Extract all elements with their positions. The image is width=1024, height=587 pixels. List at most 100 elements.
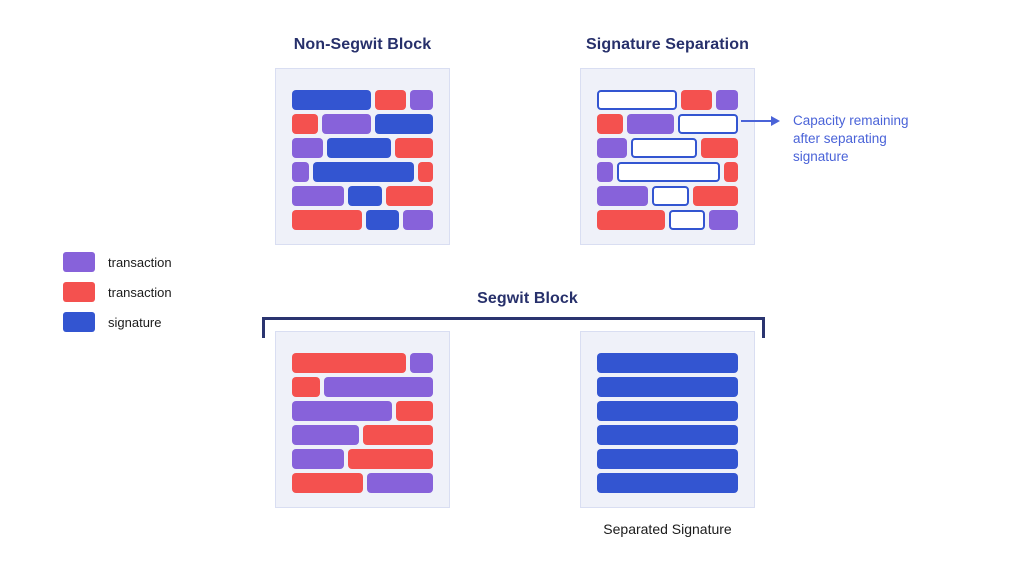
block-row bbox=[597, 377, 738, 397]
transaction-red-bar bbox=[347, 449, 433, 469]
transaction-red-bar bbox=[395, 401, 433, 421]
block-row bbox=[292, 449, 433, 469]
transaction-purple-bar bbox=[292, 162, 309, 182]
block-row bbox=[292, 353, 433, 373]
signature-outline-bar bbox=[631, 138, 698, 158]
transaction-purple-bar bbox=[716, 90, 738, 110]
legend-item-signature: signature bbox=[63, 312, 172, 332]
signature-separation-title: Signature Separation bbox=[586, 36, 749, 53]
block-row bbox=[292, 138, 433, 158]
block-row bbox=[597, 186, 738, 206]
segwit-bracket bbox=[262, 317, 765, 338]
transaction-purple-bar bbox=[292, 425, 359, 445]
block-row bbox=[292, 425, 433, 445]
signature-outline-bar bbox=[597, 90, 678, 110]
transaction-red-bar bbox=[362, 425, 433, 445]
legend-label: signature bbox=[108, 314, 162, 330]
separated-signature-block bbox=[580, 331, 755, 508]
legend-item-transaction-purple: transaction bbox=[63, 252, 172, 272]
signature-swatch bbox=[63, 312, 95, 332]
annotation-arrow-icon bbox=[771, 116, 780, 126]
legend-label: transaction bbox=[108, 284, 172, 300]
block-row bbox=[292, 114, 433, 134]
transaction-purple-bar bbox=[292, 186, 345, 206]
transaction-purple-bar bbox=[403, 210, 433, 230]
block-row bbox=[292, 90, 433, 110]
block-row bbox=[292, 401, 433, 421]
block-row bbox=[292, 186, 433, 206]
transaction-purple-bar bbox=[597, 138, 628, 158]
transaction-red-bar bbox=[597, 114, 623, 134]
transaction-purple-bar bbox=[626, 114, 675, 134]
legend-label: transaction bbox=[108, 254, 172, 270]
transaction-red-bar bbox=[374, 90, 407, 110]
block-row bbox=[292, 377, 433, 397]
transaction-red-bar bbox=[292, 114, 319, 134]
block-row bbox=[597, 90, 738, 110]
block-row bbox=[597, 401, 738, 421]
transaction-red-bar bbox=[292, 210, 363, 230]
block-row bbox=[597, 162, 738, 182]
signature-bar bbox=[597, 449, 738, 469]
legend: transaction transaction signature bbox=[63, 252, 172, 342]
transaction-red-bar bbox=[692, 186, 738, 206]
transaction-red-bar bbox=[723, 162, 738, 182]
transaction-purple-bar bbox=[709, 210, 738, 230]
transaction-red-bar bbox=[597, 210, 666, 230]
transaction-purple-bar bbox=[367, 473, 433, 493]
segwit-transactions-block bbox=[275, 331, 450, 508]
block-row bbox=[597, 210, 738, 230]
block-row bbox=[597, 449, 738, 469]
block-row bbox=[292, 473, 433, 493]
block-row bbox=[597, 473, 738, 493]
non-segwit-block bbox=[275, 68, 450, 245]
transaction-red-bar bbox=[681, 90, 713, 110]
transaction-purple-bar bbox=[597, 162, 613, 182]
segwit-block-title: Segwit Block bbox=[477, 290, 578, 307]
signature-bar bbox=[597, 425, 738, 445]
block-row bbox=[597, 425, 738, 445]
annotation-arrow-line bbox=[741, 120, 772, 122]
transaction-red-swatch bbox=[63, 282, 95, 302]
transaction-red-bar bbox=[701, 138, 738, 158]
transaction-purple-bar bbox=[322, 114, 372, 134]
transaction-red-bar bbox=[292, 353, 406, 373]
non-segwit-block-title: Non-Segwit Block bbox=[293, 36, 432, 53]
separated-signature-caption: Separated Signature bbox=[603, 521, 732, 537]
signature-bar bbox=[327, 138, 392, 158]
block-row bbox=[597, 138, 738, 158]
signature-bar bbox=[597, 401, 738, 421]
transaction-red-bar bbox=[292, 377, 320, 397]
block-row bbox=[292, 210, 433, 230]
signature-separation-block bbox=[580, 68, 755, 245]
signature-bar bbox=[597, 353, 738, 373]
transaction-red-bar bbox=[386, 186, 433, 206]
block-row bbox=[292, 162, 433, 182]
legend-item-transaction-red: transaction bbox=[63, 282, 172, 302]
transaction-purple-swatch bbox=[63, 252, 95, 272]
transaction-red-bar bbox=[395, 138, 433, 158]
signature-bar bbox=[375, 114, 433, 134]
signature-outline-bar bbox=[678, 114, 738, 134]
signature-bar bbox=[366, 210, 400, 230]
transaction-purple-bar bbox=[323, 377, 433, 397]
signature-bar bbox=[348, 186, 383, 206]
transaction-purple-bar bbox=[292, 449, 344, 469]
signature-bar bbox=[292, 90, 371, 110]
signature-bar bbox=[597, 377, 738, 397]
transaction-purple-bar bbox=[597, 186, 648, 206]
transaction-purple-bar bbox=[409, 353, 433, 373]
signature-outline-bar bbox=[651, 186, 689, 206]
capacity-annotation: Capacity remaining after separating sign… bbox=[793, 113, 909, 164]
transaction-purple-bar bbox=[292, 138, 324, 158]
transaction-red-bar bbox=[418, 162, 433, 182]
signature-outline-bar bbox=[669, 210, 706, 230]
transaction-red-bar bbox=[292, 473, 364, 493]
block-row bbox=[597, 114, 738, 134]
transaction-purple-bar bbox=[410, 90, 433, 110]
signature-bar bbox=[312, 162, 415, 182]
signature-bar bbox=[597, 473, 738, 493]
block-row bbox=[597, 353, 738, 373]
signature-outline-bar bbox=[617, 162, 720, 182]
